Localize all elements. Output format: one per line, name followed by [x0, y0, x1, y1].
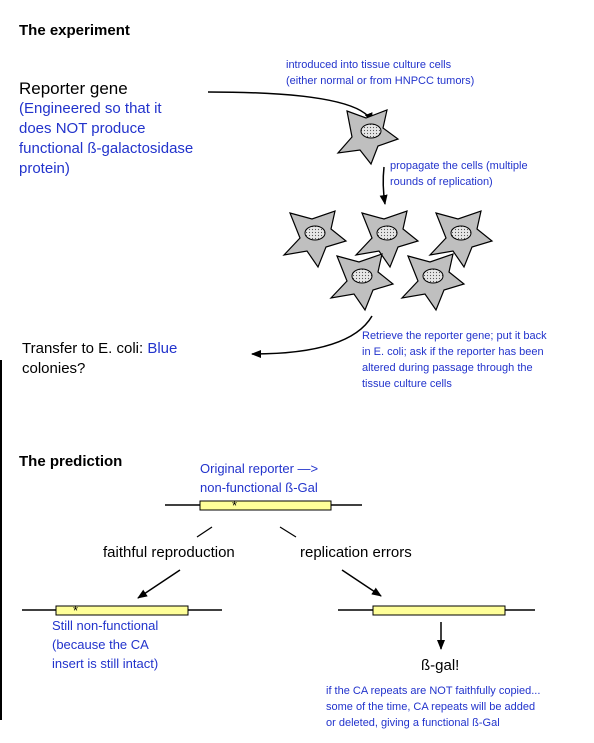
replication-errors-note: if the CA repeats are NOT faithfully cop…: [326, 685, 541, 729]
gene-error: [338, 605, 535, 616]
cell-single: [336, 109, 400, 166]
ca-marker-faithful: *: [73, 603, 79, 618]
branch-line-left: [196, 526, 213, 538]
arrow-transfer: [251, 315, 373, 358]
prediction-heading: The prediction: [19, 453, 123, 470]
original-reporter-label: Original reporter —> non-functional ß-Ga…: [200, 461, 319, 495]
ca-marker-original: *: [232, 498, 238, 513]
bgal-label: ß-gal!: [421, 657, 460, 674]
gene-faithful: [22, 605, 222, 616]
left-margin-bar: [0, 360, 2, 720]
introduced-note: introduced into tissue culture cells (ei…: [286, 59, 475, 87]
reporter-title: Reporter gene: [19, 79, 128, 98]
cell-cluster: [282, 210, 494, 312]
still-nonfunctional-note: Still non-functional (because the CA ins…: [52, 618, 159, 671]
errors-label: replication errors: [300, 544, 412, 561]
experiment-heading: The experiment: [19, 22, 130, 39]
reporter-note: (Engineered so that it does NOT produce …: [19, 100, 194, 177]
propagate-note: propagate the cells (multiple rounds of …: [390, 160, 528, 188]
arrow-propagate: [379, 166, 388, 205]
gene-original: [165, 500, 362, 511]
arrow-reporter-to-cell: [207, 91, 373, 123]
faithful-label: faithful reproduction: [103, 544, 235, 561]
arrow-to-error-outcome: [341, 569, 382, 597]
branch-line-right: [279, 526, 297, 538]
retrieve-note: Retrieve the reporter gene; put it back …: [362, 330, 547, 390]
arrow-to-faithful-outcome: [137, 569, 181, 599]
transfer-label: Transfer to E. coli: Blue colonies?: [22, 340, 178, 377]
